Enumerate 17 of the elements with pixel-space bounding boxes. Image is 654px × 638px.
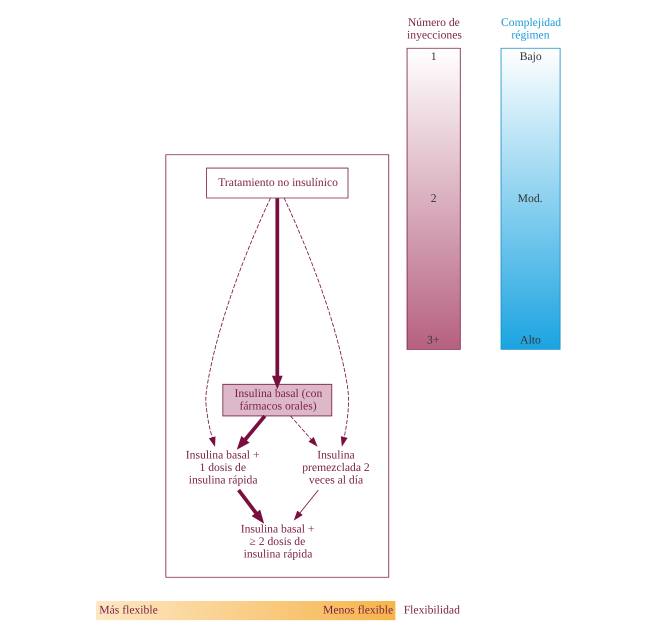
arrow [294,490,319,521]
node-box: Más flexible Menos flexible [96,600,396,620]
arrow [272,198,283,390]
node-text: Insulina basal + ≥ 2 dosis de insulina rápida [240,522,314,560]
node-box: Tratamiento no insulínico [206,168,348,198]
arrow [236,414,266,450]
arrow [284,198,349,447]
node-label: Número de inyecciones [407,16,462,42]
node-box: Insulina basal (con fármacos orales) [222,384,332,416]
node-text: Insulina basal + 1 dosis de insulina rápida [186,448,260,486]
cluster [165,154,390,578]
node-label: Complejidad régimen [501,16,562,42]
arrow [205,198,271,447]
arrow [290,416,318,447]
node-label: Flexibilidad [404,604,460,617]
arrow [237,488,264,524]
node-text: Insulina premezclada 2 veces al día [302,448,370,486]
